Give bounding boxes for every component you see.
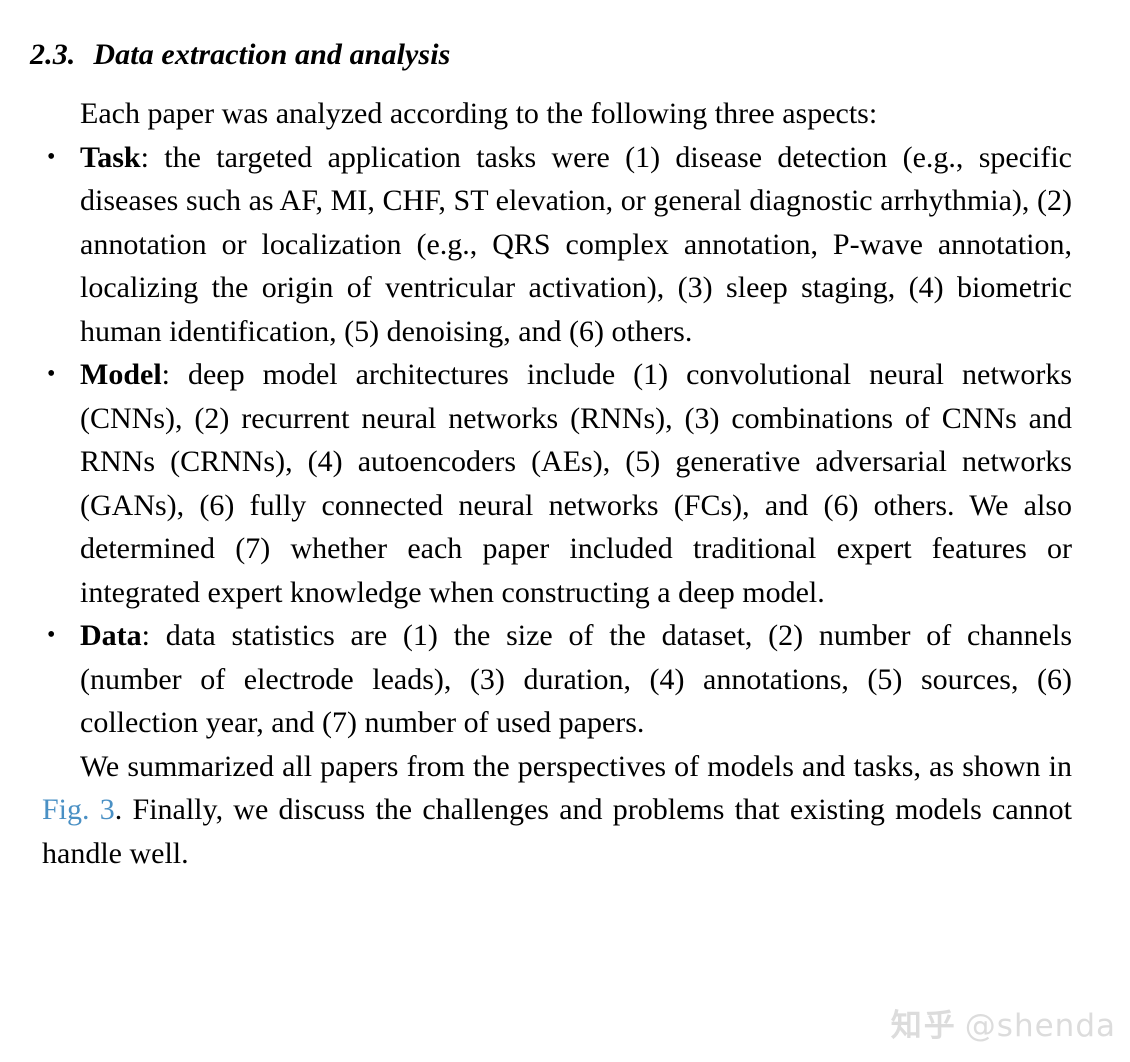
bullet-text-task: the targeted application tasks were (1) … — [80, 140, 1072, 348]
zhihu-logo-icon: 知乎 — [890, 1008, 957, 1044]
section-heading: 2.3. Data extraction and analysis — [30, 35, 1090, 75]
bullet-separator-task: : — [140, 140, 149, 174]
bullet-label-model: Model — [80, 358, 162, 391]
intro-paragraph: Each paper was analyzed according to the… — [80, 97, 878, 130]
closing-paragraph: We summarized all papers from the perspe… — [0, 745, 1130, 876]
bullet-label-data: Data — [80, 619, 142, 652]
bullet-text-data: data statistics are (1) the size of the … — [80, 619, 1072, 739]
bullet-dot-icon: • — [47, 622, 56, 648]
list-item-task: • Task: the targeted application tasks we… — [0, 136, 1130, 354]
watermark-handle: @shenda — [964, 1008, 1116, 1044]
bullet-label-task: Task — [80, 140, 141, 174]
section-number: 2.3. — [30, 37, 76, 71]
closing-text-after: . Finally, we discuss the challenges and… — [42, 793, 1072, 870]
bullet-separator-data: : — [141, 619, 150, 652]
section-title: Data extraction and analysis — [93, 37, 451, 71]
body-content: Each paper was analyzed according to the… — [0, 92, 1130, 875]
list-item-data: • Data: data statistics are (1) the size … — [0, 614, 1130, 745]
bullet-separator-model: : — [161, 358, 170, 391]
figure-3-link[interactable]: Fig. 3 — [42, 793, 115, 826]
list-item-model: • Model: deep model architectures include… — [0, 353, 1130, 614]
aspects-list: • Task: the targeted application tasks we… — [0, 136, 1130, 745]
bullet-dot-icon: • — [47, 143, 56, 170]
watermark: 知乎@shenda — [891, 1008, 1116, 1044]
bullet-dot-icon: • — [47, 361, 56, 387]
bullet-text-model: deep model architectures include (1) con… — [80, 358, 1072, 609]
closing-text-before: We summarized all papers from the perspe… — [80, 749, 1072, 783]
